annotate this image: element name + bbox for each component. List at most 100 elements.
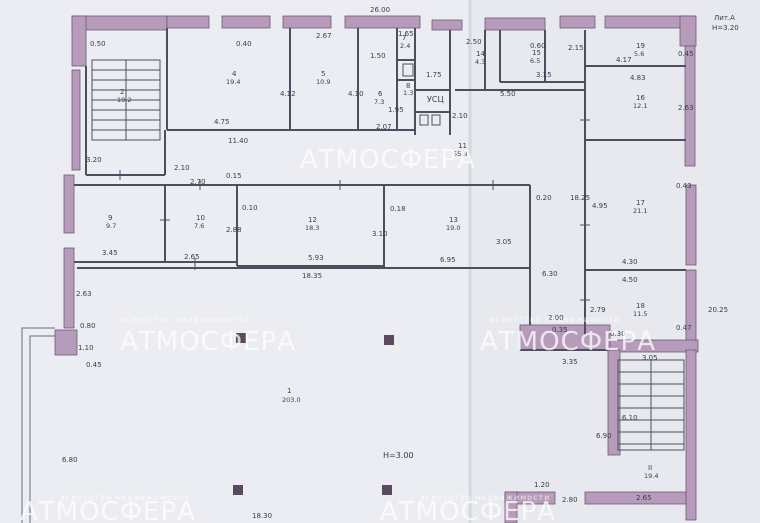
dim-label: 2.65 [184, 253, 200, 261]
dim-label: 2.67 [316, 32, 332, 40]
room-number: 9 [108, 214, 112, 222]
dim-label: 0.10 [242, 204, 258, 212]
watermark-tagline: агентство недвижимости [420, 493, 550, 502]
watermark-brand: АТМОСФЕРА [300, 145, 476, 175]
dim-label: 2.15 [568, 44, 584, 52]
room-area: 7.3 [374, 98, 384, 106]
dim-label: 6.95 [440, 256, 456, 264]
dim-label: 0.20 [536, 194, 552, 202]
dim-label: 4.12 [280, 90, 296, 98]
stairs-left [91, 59, 161, 141]
door-marks [119, 119, 590, 301]
dim-label: 0.15 [226, 172, 242, 180]
dim-label: 2.63 [678, 104, 694, 112]
dim-label: 4.95 [592, 202, 608, 210]
dim-label: 5.93 [308, 254, 324, 262]
watermark-tagline: агентство недвижимости [120, 315, 250, 324]
room-area: 2.4 [400, 42, 410, 50]
dimension-labels: 26.00 0.50 0.40 2.67 1.65 0.60 2.15 2.50… [62, 6, 728, 520]
dim-label: 0.45 [678, 50, 694, 58]
room-area: 7.6 [194, 222, 204, 230]
room-number: 13 [449, 216, 458, 224]
room-area: 203.0 [282, 396, 301, 404]
room-area: 19.4 [226, 78, 240, 86]
room-number: 14 [476, 50, 485, 58]
dim-label: 0.80 [80, 322, 96, 330]
dim-label: 18.35 [302, 272, 322, 280]
interior-partitions [74, 28, 686, 351]
room-area: 19.2 [117, 96, 131, 104]
hall-columns [233, 333, 394, 495]
room-area: 55.8 [453, 150, 467, 158]
dim-label: 2.88 [226, 226, 242, 234]
room-area: 18.3 [305, 224, 319, 232]
dim-label: 4.83 [630, 74, 646, 82]
dim-label: 3.05 [496, 238, 512, 246]
dim-label: 4.75 [214, 118, 230, 126]
watermark-brand: АТМОСФЕРА [120, 327, 296, 357]
dim-label: 0.35 [552, 326, 568, 334]
room-area: 4.3 [475, 58, 485, 66]
room-number: 11 [458, 142, 467, 150]
room-number: II [648, 464, 652, 472]
room-number: 8 [406, 82, 410, 90]
watermark-tagline: агентство недвижимости [60, 493, 190, 502]
dim-label: 1.75 [426, 71, 442, 79]
dim-label: 18.30 [252, 512, 272, 520]
dim-label: 2.07 [376, 123, 392, 131]
dim-label: 2.10 [174, 164, 190, 172]
room-area: 1.3 [403, 89, 413, 97]
wc-label: УСЦ [427, 95, 444, 104]
dim-label: 6.30 [542, 270, 558, 278]
watermark-tagline: агентство недвижимости [490, 315, 620, 324]
dim-label: 0.60 [530, 42, 546, 50]
room-number: 10 [196, 214, 205, 222]
room-number: 1 [287, 387, 291, 395]
room-area: 5.6 [634, 50, 644, 58]
room-number: 12 [308, 216, 317, 224]
dim-label: 20.25 [708, 306, 728, 314]
room-number: 7 [402, 34, 406, 42]
dim-label: 0.50 [90, 40, 106, 48]
watermark-brand: АТМОСФЕРА [480, 327, 656, 357]
stairs-right [617, 359, 685, 451]
room-number: 15 [532, 49, 541, 57]
dim-label: 3.20 [86, 156, 102, 164]
dim-label: 2.10 [452, 112, 468, 120]
height-label: Н=3.20 [712, 24, 739, 32]
dim-label: 0.18 [390, 205, 406, 213]
dim-label: 26.00 [370, 6, 390, 14]
dim-label: 1.10 [78, 344, 94, 352]
room-area: 19.4 [644, 472, 658, 480]
watermark-brand: АТМОСФЕРА [380, 497, 556, 523]
dim-label: 1.95 [388, 106, 404, 114]
dim-label: 3.15 [536, 71, 552, 79]
dim-label: 0.45 [86, 361, 102, 369]
room-number: 4 [232, 70, 237, 78]
dim-label: 3.35 [562, 358, 578, 366]
room-area: 10.9 [316, 78, 330, 86]
room-number: 2 [120, 88, 124, 96]
dim-label: 3.10 [372, 230, 388, 238]
room-area: 21.1 [633, 207, 647, 215]
wc-fixtures [402, 63, 441, 126]
dim-label: 3.05 [642, 354, 658, 362]
room-number: 16 [636, 94, 645, 102]
dim-label: 0.40 [236, 40, 252, 48]
dim-label: 6.80 [62, 456, 78, 464]
room-labels: 2 19.2 4 19.4 5 10.9 6 7.3 7 2.4 8 1.3 9… [106, 34, 658, 480]
dim-label: 2.00 [548, 314, 564, 322]
room-number: 17 [636, 199, 645, 207]
adjoining-structure-inner [29, 335, 55, 523]
dim-label: 4.50 [622, 276, 638, 284]
room-area: 11.5 [633, 310, 647, 318]
room-area: 19.0 [446, 224, 460, 232]
dim-label: 2.79 [590, 306, 606, 314]
dim-label: 2.65 [636, 494, 652, 502]
dim-label: 4.30 [622, 258, 638, 266]
dim-label: 0.47 [676, 324, 692, 332]
dim-label: 2.63 [76, 290, 92, 298]
dim-label: 11.40 [228, 137, 248, 145]
adjoining-structure-outline [21, 327, 55, 523]
dim-label: 6.90 [596, 432, 612, 440]
